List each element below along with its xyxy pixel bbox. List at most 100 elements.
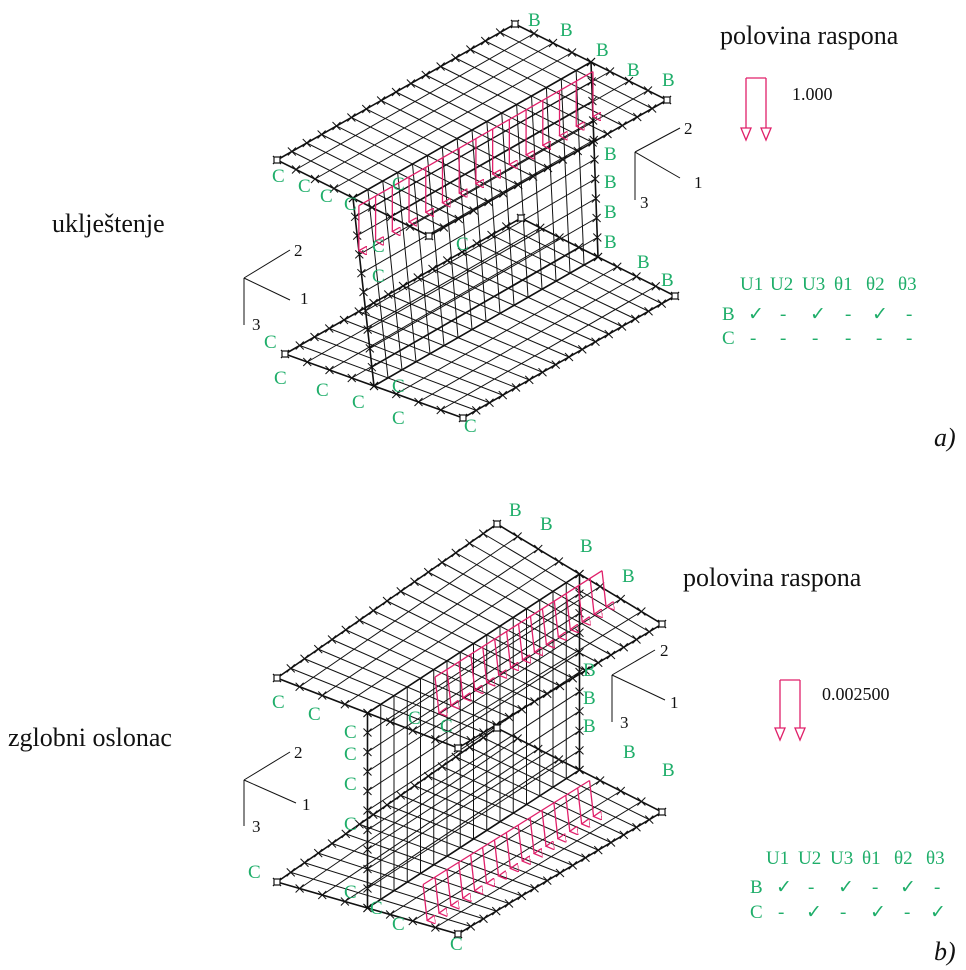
node-cross-icon bbox=[347, 113, 356, 122]
panel-a-beam-mesh bbox=[272, 19, 680, 423]
header-theta3: θ3 bbox=[898, 274, 917, 295]
node-cross-icon bbox=[410, 781, 419, 791]
node-square-icon bbox=[425, 232, 433, 240]
node-cross-icon bbox=[498, 390, 508, 400]
node-cross-icon bbox=[295, 341, 305, 350]
node-cross-icon bbox=[592, 213, 601, 223]
mesh-line bbox=[367, 198, 597, 331]
load-arrow bbox=[470, 854, 475, 891]
header-theta1: θ1 bbox=[834, 274, 853, 295]
node-square-icon bbox=[454, 930, 462, 938]
plate-outline bbox=[275, 727, 664, 935]
support-letter: C bbox=[370, 898, 383, 919]
mesh-line bbox=[367, 730, 580, 870]
node-cross-icon bbox=[504, 899, 514, 908]
node-cross-icon bbox=[588, 138, 597, 147]
mesh-line bbox=[344, 759, 560, 902]
node-square-icon bbox=[658, 808, 666, 816]
axis-2-label: 2 bbox=[660, 641, 669, 660]
load-arrow bbox=[541, 810, 546, 846]
mesh-line bbox=[396, 266, 618, 395]
node-cross-icon bbox=[637, 607, 646, 616]
load-arrow bbox=[529, 616, 534, 652]
panel-b-support-table: U1 U2 U3 θ1 θ2 θ3 B ✓ - ✓ - ✓ - C - ✓ - … bbox=[750, 848, 946, 923]
support-letter: B bbox=[604, 232, 617, 253]
node-cross-icon bbox=[363, 864, 372, 874]
node-cross-icon bbox=[603, 129, 612, 139]
node-cross-icon bbox=[413, 273, 423, 282]
cell: - bbox=[780, 328, 786, 349]
support-letter: B bbox=[662, 760, 675, 781]
node-cross-icon bbox=[590, 174, 600, 184]
support-letter: B bbox=[604, 172, 617, 193]
cell: - bbox=[812, 328, 818, 349]
node-cross-icon bbox=[543, 163, 553, 173]
node-cross-icon bbox=[367, 203, 377, 212]
node-cross-icon bbox=[454, 214, 464, 224]
node-cross-icon bbox=[317, 130, 326, 139]
axis-2-label: 2 bbox=[684, 119, 693, 138]
mesh-line bbox=[367, 651, 580, 792]
load-arrow bbox=[565, 795, 570, 831]
node-cross-icon bbox=[632, 272, 641, 281]
support-letter: C bbox=[392, 914, 405, 935]
node-cross-icon bbox=[575, 667, 584, 677]
node-cross-icon bbox=[485, 398, 494, 408]
mesh-line bbox=[367, 632, 580, 772]
node-cross-icon bbox=[593, 252, 603, 262]
cell: ✓ bbox=[810, 304, 826, 325]
support-letter: C bbox=[450, 934, 463, 955]
cell: - bbox=[906, 328, 912, 349]
node-cross-icon bbox=[355, 615, 364, 625]
node-cross-icon bbox=[617, 322, 627, 331]
panel-b-left-label: zglobni oslonac bbox=[8, 723, 172, 752]
node-cross-icon bbox=[524, 375, 534, 385]
node-cross-icon bbox=[365, 344, 375, 353]
support-letter: C bbox=[344, 744, 357, 765]
node-cross-icon bbox=[451, 548, 461, 558]
load-arrow bbox=[458, 661, 463, 698]
node-cross-icon bbox=[619, 830, 629, 840]
cell: - bbox=[934, 877, 940, 898]
cell: - bbox=[876, 328, 882, 349]
node-cross-icon bbox=[632, 822, 641, 832]
mesh-line bbox=[418, 276, 637, 403]
node-cross-icon bbox=[573, 146, 583, 156]
load-arrow bbox=[481, 847, 487, 883]
node-cross-icon bbox=[574, 242, 584, 252]
support-letter: C bbox=[464, 416, 477, 437]
load-arrow bbox=[505, 631, 511, 667]
load-arrow bbox=[482, 646, 487, 683]
mesh-line bbox=[369, 217, 597, 349]
node-cross-icon bbox=[385, 910, 395, 919]
node-cross-icon bbox=[555, 868, 565, 878]
load-arrow bbox=[529, 817, 534, 854]
node-cross-icon bbox=[363, 884, 372, 893]
node-cross-icon bbox=[286, 664, 296, 673]
node-cross-icon bbox=[325, 365, 334, 375]
node-cross-icon bbox=[558, 155, 568, 164]
node-cross-icon bbox=[439, 223, 449, 232]
load-arrow bbox=[505, 832, 510, 869]
node-square-icon bbox=[671, 292, 679, 300]
node-cross-icon bbox=[644, 306, 653, 316]
panel-b-axis-triad-right: 2 1 3 bbox=[611, 641, 679, 732]
node-cross-icon bbox=[554, 557, 564, 566]
cell: ✓ bbox=[748, 304, 764, 325]
node-cross-icon bbox=[591, 337, 600, 347]
node-square-icon bbox=[511, 20, 519, 28]
node-cross-icon bbox=[465, 742, 474, 752]
row-c-name: C bbox=[722, 328, 735, 349]
load-arrow bbox=[589, 578, 594, 614]
node-cross-icon bbox=[385, 717, 395, 727]
node-cross-icon bbox=[567, 48, 577, 57]
node-cross-icon bbox=[568, 861, 578, 870]
node-cross-icon bbox=[530, 883, 539, 893]
node-cross-icon bbox=[324, 324, 334, 333]
load-arrow bbox=[434, 676, 439, 713]
node-cross-icon bbox=[310, 174, 320, 184]
node-cross-icon bbox=[332, 121, 341, 131]
node-cross-icon bbox=[538, 367, 547, 377]
row-c-name: C bbox=[750, 902, 763, 923]
